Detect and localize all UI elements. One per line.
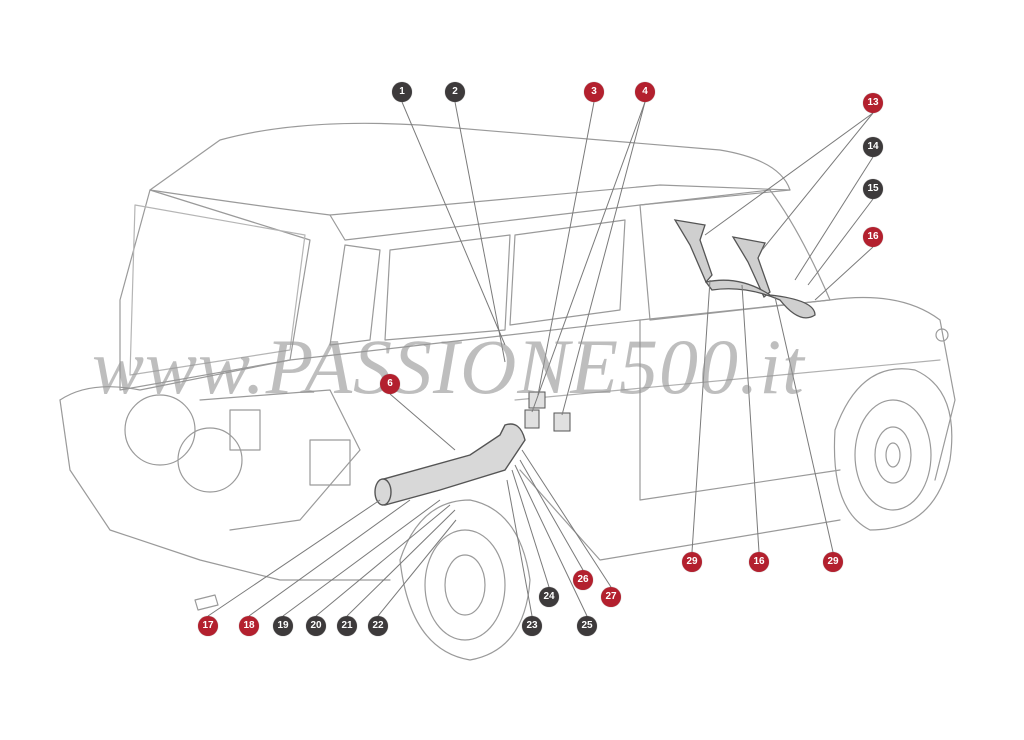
side-window-mid [384, 234, 511, 341]
headlight [935, 328, 949, 342]
callout-part-29[interactable]: 29 [682, 552, 702, 572]
callout-part-19[interactable]: 19 [273, 616, 293, 636]
rear-wheel [399, 499, 531, 661]
callout-part-26[interactable]: 26 [573, 570, 593, 590]
callout-part-24[interactable]: 24 [539, 587, 559, 607]
callout-part-27[interactable]: 27 [601, 587, 621, 607]
tailpipe [194, 594, 219, 611]
callout-part-17[interactable]: 17 [198, 616, 218, 636]
callout-part-2[interactable]: 2 [445, 82, 465, 102]
rear-bumper [59, 399, 391, 581]
front-heater-hoses [673, 219, 816, 319]
rear-heater-duct [374, 423, 526, 506]
callout-part-18[interactable]: 18 [239, 616, 259, 636]
leader-lines [207, 101, 874, 617]
door-window [639, 189, 831, 321]
callout-part-21[interactable]: 21 [337, 616, 357, 636]
callout-part-4[interactable]: 4 [635, 82, 655, 102]
callout-part-16[interactable]: 16 [749, 552, 769, 572]
callout-part-25[interactable]: 25 [577, 616, 597, 636]
vent-grilles [524, 391, 571, 432]
callout-part-22[interactable]: 22 [368, 616, 388, 636]
roof-outline [149, 122, 791, 216]
side-window-rear [329, 244, 381, 346]
callout-part-29[interactable]: 29 [823, 552, 843, 572]
front-wheel [833, 368, 953, 531]
callout-part-14[interactable]: 14 [863, 137, 883, 157]
callout-part-20[interactable]: 20 [306, 616, 326, 636]
callout-part-16[interactable]: 16 [863, 227, 883, 247]
rear-window [119, 189, 311, 391]
callout-part-15[interactable]: 15 [863, 179, 883, 199]
side-window-front [509, 219, 626, 326]
callout-part-1[interactable]: 1 [392, 82, 412, 102]
callout-part-6[interactable]: 6 [380, 374, 400, 394]
callout-part-23[interactable]: 23 [522, 616, 542, 636]
callout-part-13[interactable]: 13 [863, 93, 883, 113]
callout-part-3[interactable]: 3 [584, 82, 604, 102]
engine-fan [124, 394, 196, 466]
door-outline [639, 319, 841, 501]
